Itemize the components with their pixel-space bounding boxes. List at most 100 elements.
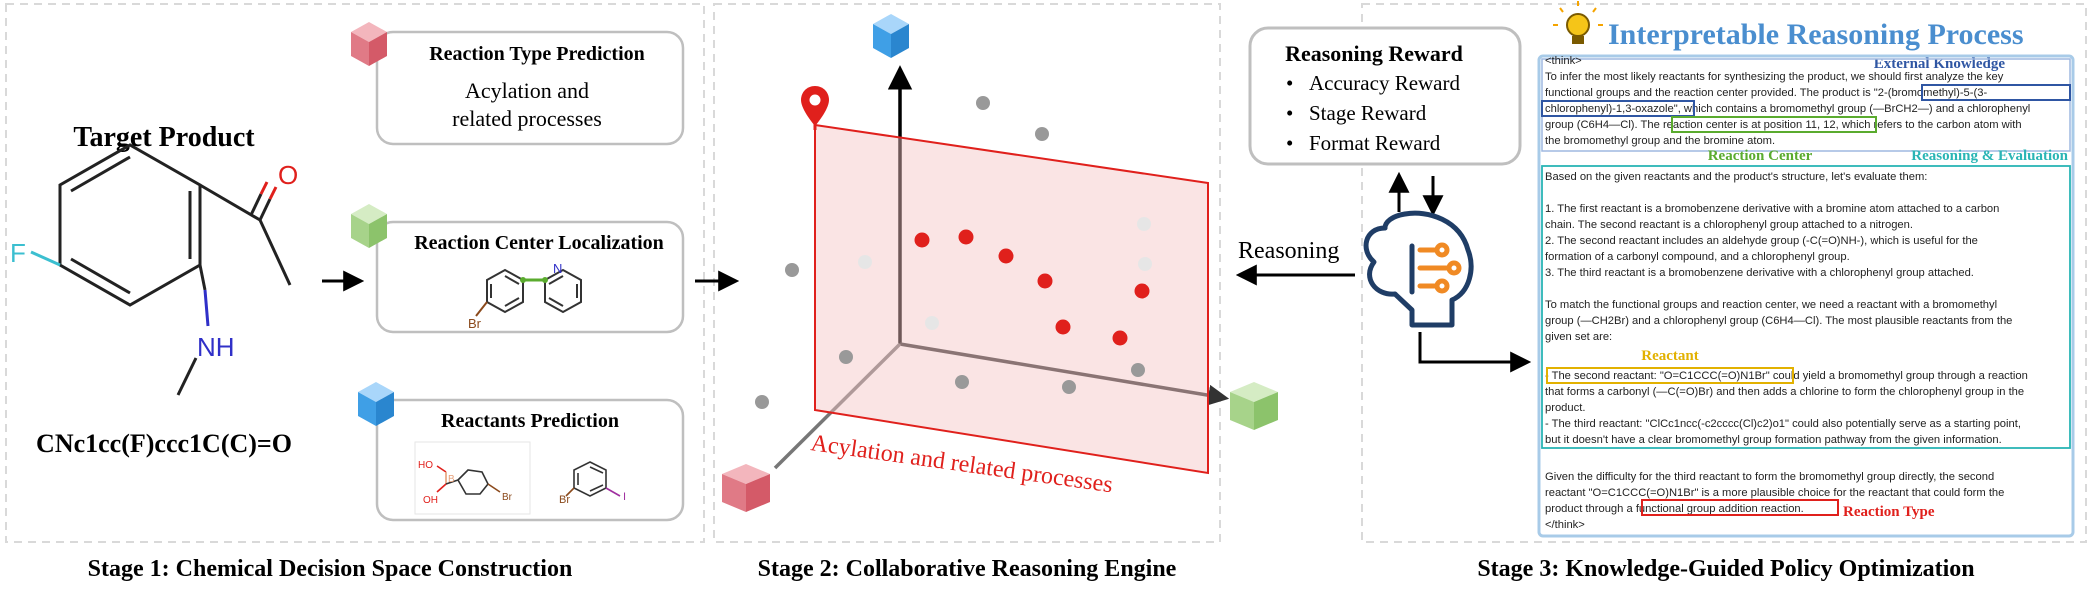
reward-item-stage: Stage Reward — [1309, 101, 1427, 125]
p4-line-3b: functional group addition reaction. — [1636, 503, 1804, 515]
red-point — [998, 248, 1014, 264]
label-reasoning-evaluation: Reasoning & Evaluation — [1911, 148, 2068, 164]
faded-point — [858, 255, 872, 269]
process-arrow — [1418, 332, 1532, 373]
decision-plane — [814, 123, 1209, 475]
reasoning-reward-box — [1248, 26, 1522, 166]
p3-line-1a: - The second reactant: "O=C1CCC(=O)N1Br" — [1545, 370, 1770, 382]
red-points — [914, 229, 1150, 346]
p1-line-3b: , which contains a bromomethyl group (—B… — [1678, 103, 2031, 115]
r1-atom-br: Br — [502, 492, 513, 503]
reasoning-label: Reasoning — [1238, 238, 1339, 264]
p2-line-9: given set are: — [1545, 331, 1612, 343]
stage2-panel: Acylation and related processes — [695, 3, 1278, 582]
label-reaction-type: Reaction Type — [1843, 504, 1935, 520]
p2-line-3: chain. The second reactant is a chloroph… — [1545, 219, 1913, 231]
p4-line-1: Given the difficulty for the third react… — [1545, 471, 1994, 483]
target-product-label: Target Product — [73, 122, 255, 153]
think-segment-3: - The second reactant: "O=C1CCC(=O)N1Br"… — [1545, 370, 2028, 446]
atom-f-label: F — [10, 238, 26, 268]
red-point — [958, 229, 974, 245]
reward-item-accuracy: Accuracy Reward — [1309, 71, 1460, 95]
rc-atom-n: N — [553, 261, 562, 276]
faded-point — [925, 316, 939, 330]
gray-point — [755, 395, 769, 409]
reasoning-reward-title: Reasoning Reward — [1285, 41, 1463, 66]
p1-line-4b: reaction center is at position 11, 12, — [1663, 119, 1839, 131]
p4-line-3: product through a functional group addit… — [1545, 503, 1804, 515]
r1-atom-ho: HO — [418, 460, 433, 471]
stage3-panel: Reasoning Reward • Accuracy Reward • Sta… — [1235, 1, 2087, 582]
red-cube-icon — [351, 22, 387, 66]
location-pin-icon — [801, 86, 829, 130]
p2-line-1: Based on the given reactants and the pro… — [1545, 171, 1927, 183]
reactant1-frame — [414, 441, 531, 515]
p2-line-2: 1. The first reactant is a bromobenzene … — [1545, 203, 1999, 215]
reaction-center-box — [375, 220, 685, 334]
gray-points — [755, 96, 1145, 409]
p1-line-4c: which refers to the carbon atom with — [1839, 119, 2022, 131]
atom-nh-label: NH — [197, 332, 235, 362]
r2-atom-i: I — [623, 491, 626, 503]
reaction-center-molecule — [475, 268, 582, 317]
label-reactant: Reactant — [1641, 348, 1698, 364]
p1-line-3: chlorophenyl)-1,3-oxazole", which contai… — [1545, 103, 2030, 115]
think-segment-4: Given the difficulty for the third react… — [1545, 471, 2004, 531]
reward-item-format: Format Reward — [1309, 131, 1441, 155]
red-point — [1055, 319, 1071, 335]
blue-cube-icon — [873, 14, 909, 58]
think-close: </think> — [1545, 519, 1585, 531]
y-axis — [773, 342, 902, 470]
red-point — [914, 232, 930, 248]
p3-line-4: - The third reactant: "ClCc1ncc(-c2cccc(… — [1545, 418, 2021, 430]
rc-atom-br: Br — [468, 316, 482, 331]
p4-line-2: reactant "O=C1CCC(=O)N1Br" is a more pla… — [1545, 487, 2004, 499]
highlight-reaction-type — [1641, 499, 1839, 516]
lightbulb-icon — [1553, 1, 1603, 44]
reward-bullet-2: • — [1286, 101, 1293, 125]
p3-line-5: but it doesn't have a clear bromomethyl … — [1545, 434, 2002, 446]
faded-point — [1137, 217, 1151, 231]
stage1-panel: Target Product O F NH CNc1cc(F)ccc1C(C)=… — [5, 3, 705, 582]
p2-line-6: 3. The third reactant is a bromobenzene … — [1545, 267, 1974, 279]
p4-line-3a: product through a — [1545, 503, 1636, 515]
ai-head-icon — [1363, 210, 1474, 328]
reaction-type-line1: Acylation and — [465, 78, 589, 103]
stage3-border — [1361, 3, 2087, 543]
x-axis — [899, 342, 1230, 406]
atom-o-label: O — [278, 160, 298, 190]
red-cube-icon — [722, 464, 770, 512]
red-point — [1037, 273, 1053, 289]
p3-line-1: - The second reactant: "O=C1CCC(=O)N1Br"… — [1545, 370, 2028, 382]
highlight-external-b — [1541, 100, 1695, 117]
reactant1-molecule — [436, 465, 501, 495]
stage2-border — [713, 3, 1221, 543]
p1-line-2b: "2-(bromomethyl)-5-(3- — [1874, 87, 1988, 99]
stage1-caption: Stage 1: Chemical Decision Space Constru… — [88, 556, 573, 582]
p1-line-1: To infer the most likely reactants for s… — [1545, 71, 2004, 83]
reward-bullet-1: • — [1286, 71, 1293, 95]
reward-bullet-3: • — [1286, 131, 1293, 155]
p1-line-4a: group (C6H4—Cl). The — [1545, 119, 1663, 131]
reaction-type-line2: related processes — [452, 106, 602, 131]
p1-line-2a: functional groups and the reaction cente… — [1545, 87, 1874, 99]
think-open: <think> — [1545, 55, 1582, 67]
green-cube-icon — [351, 204, 387, 248]
p2-line-7: To match the functional groups and react… — [1545, 299, 1997, 311]
red-point — [1134, 283, 1150, 299]
p1-line-4: group (C6H4—Cl). The reaction center is … — [1545, 119, 2022, 131]
stage2-caption: Stage 2: Collaborative Reasoning Engine — [758, 556, 1177, 582]
gray-point — [1035, 127, 1049, 141]
p1-line-5: the bromomethyl group and the bromine at… — [1545, 135, 1775, 147]
reasoning-evaluation-frame — [1541, 165, 2071, 449]
r1-atom-b: B — [448, 474, 455, 485]
p2-line-8: group (—CH2Br) and a chlorophenyl group … — [1545, 315, 2012, 327]
reaction-type-box — [375, 30, 685, 146]
p2-line-5: formation of a carbonyl compound, and a … — [1545, 251, 1850, 263]
gray-point — [1131, 363, 1145, 377]
p3-line-2: that forms a carbonyl (—C(=O)Br) and the… — [1545, 386, 2024, 398]
gray-point — [785, 263, 799, 277]
reaction-center-title: Reaction Center Localization — [414, 232, 664, 254]
reaction-type-title: Reaction Type Prediction — [429, 43, 645, 65]
gray-point — [1062, 380, 1076, 394]
